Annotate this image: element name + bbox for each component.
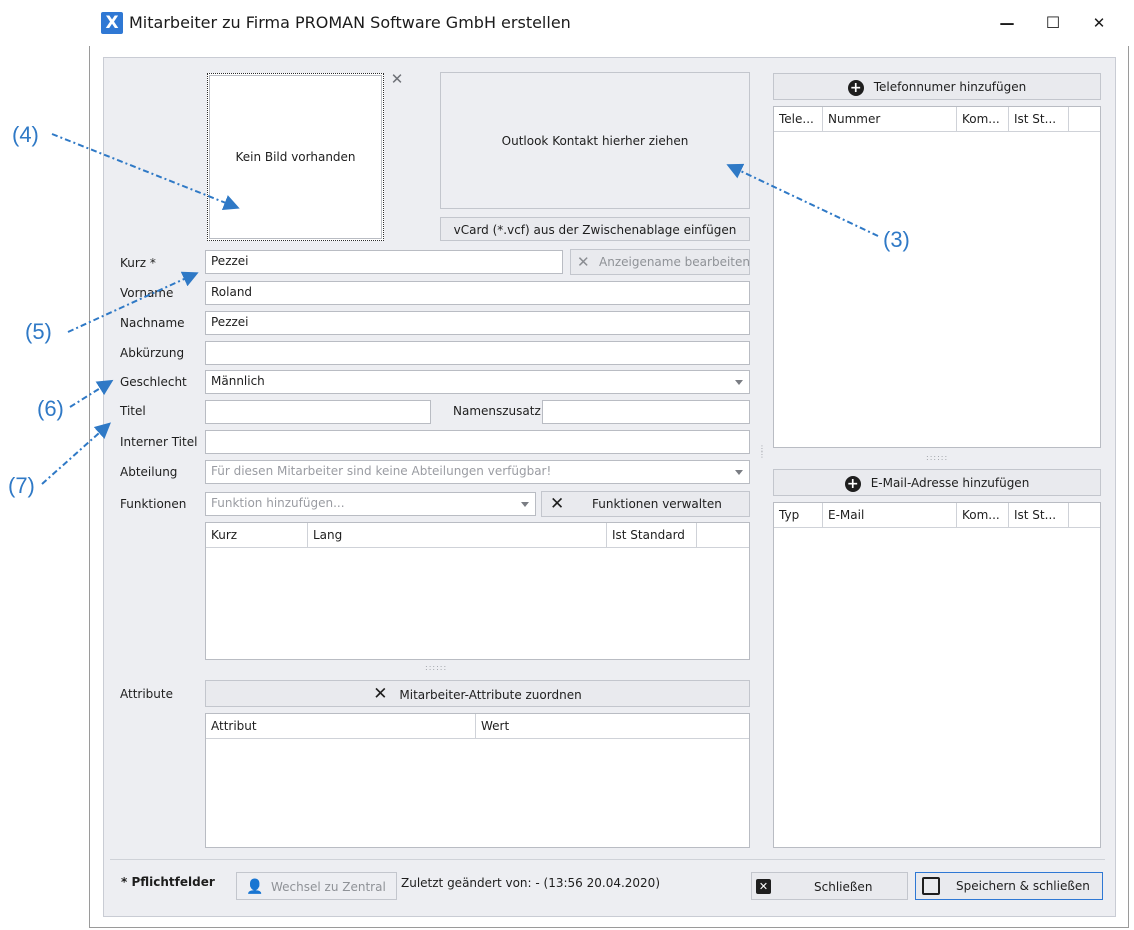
attribute-label: Attribute: [120, 687, 173, 701]
funktionen-label: Funktionen: [120, 497, 187, 511]
save-and-close-button[interactable]: Speichern & schließen: [915, 872, 1103, 900]
footer-divider: [110, 859, 1105, 860]
edit-display-name-label: Anzeigename bearbeiten: [599, 255, 750, 269]
column-header-lang[interactable]: Lang: [308, 523, 607, 547]
save-disk-icon: [922, 877, 940, 895]
outlook-drop-text: Outlook Kontakt hierher ziehen: [501, 134, 689, 148]
close-button[interactable]: ✕ Schließen: [751, 872, 908, 900]
add-phone-button[interactable]: + Telefonnumer hinzufügen: [773, 73, 1101, 100]
titel-label: Titel: [120, 404, 146, 418]
attributes-grid[interactable]: Attribut Wert: [205, 713, 750, 848]
add-email-button[interactable]: + E-Mail-Adresse hinzufügen: [773, 469, 1101, 496]
namenszusatz-input[interactable]: [542, 400, 750, 424]
email-grid[interactable]: Typ E-Mail Kom... Ist St...: [773, 502, 1101, 848]
close-button-label: Schließen: [814, 880, 873, 894]
chevron-down-icon: [735, 380, 743, 385]
title-bar[interactable]: [89, 0, 1129, 46]
manage-functions-button[interactable]: ✕ Funktionen verwalten: [541, 491, 750, 517]
vertical-splitter-grip[interactable]: ⋮⋮: [758, 444, 767, 459]
minimize-icon: —: [999, 14, 1015, 32]
photo-box[interactable]: Kein Bild vorhanden: [207, 73, 384, 241]
tools-icon: ✕: [550, 494, 565, 514]
close-icon: ✕: [1092, 14, 1106, 32]
annotation-label-6: (6): [37, 396, 64, 421]
geschlecht-label: Geschlecht: [120, 375, 187, 389]
abteilung-label: Abteilung: [120, 465, 178, 479]
maximize-button[interactable]: ☐: [1030, 0, 1076, 46]
column-header-wert[interactable]: Wert: [481, 719, 510, 733]
edit-display-name-button[interactable]: ✕ Anzeigename bearbeiten: [570, 249, 750, 275]
last-changed-text: Zuletzt geändert von: - (13:56 20.04.202…: [401, 876, 660, 890]
assign-attributes-button[interactable]: ✕ Mitarbeiter-Attribute zuordnen: [205, 680, 750, 707]
email-grid-header: Typ E-Mail Kom... Ist St...: [774, 503, 1100, 528]
close-window-button[interactable]: ✕: [1076, 0, 1122, 46]
add-circle-icon: +: [844, 475, 861, 492]
close-icon: ✕: [390, 70, 404, 88]
abteilung-placeholder: Für diesen Mitarbeiter sind keine Abteil…: [211, 464, 552, 478]
vorname-label: Vorname: [120, 286, 174, 300]
tools-icon: ✕: [577, 253, 590, 271]
vorname-input[interactable]: Roland: [205, 281, 750, 305]
user-switch-icon: 👤: [246, 879, 264, 895]
geschlecht-select[interactable]: Männlich: [205, 370, 750, 394]
nachname-label: Nachname: [120, 316, 185, 330]
phone-grid-header: Tele... Nummer Kom... Ist St...: [774, 107, 1100, 132]
minimize-button[interactable]: —: [984, 0, 1030, 46]
abkuerzung-input[interactable]: [205, 341, 750, 365]
switch-to-central-label: Wechsel zu Zentral: [271, 880, 386, 894]
column-header-ist-standard[interactable]: Ist St...: [1009, 503, 1069, 527]
funktionen-placeholder: Funktion hinzufügen...: [211, 496, 345, 510]
column-header-ist-standard[interactable]: Ist Standard: [607, 523, 697, 547]
splitter-grip[interactable]: ::::::: [425, 663, 448, 672]
photo-placeholder-text: Kein Bild vorhanden: [235, 150, 356, 164]
close-square-icon: ✕: [756, 879, 771, 894]
abkuerzung-label: Abkürzung: [120, 346, 185, 360]
kurz-input[interactable]: Pezzei: [205, 250, 563, 274]
save-and-close-label: Speichern & schließen: [956, 879, 1090, 893]
maximize-icon: ☐: [1045, 13, 1061, 32]
annotation-label-3: (3): [883, 227, 910, 252]
interner-titel-input[interactable]: [205, 430, 750, 454]
phone-grid[interactable]: Tele... Nummer Kom... Ist St...: [773, 106, 1101, 448]
switch-to-central-button[interactable]: 👤 Wechsel zu Zentral: [236, 872, 397, 900]
window-title: Mitarbeiter zu Firma PROMAN Software Gmb…: [129, 13, 571, 32]
column-header-ist-standard[interactable]: Ist St...: [1009, 107, 1069, 131]
functions-grid[interactable]: Kurz Lang Ist Standard: [205, 522, 750, 660]
remove-photo-button[interactable]: ✕: [389, 71, 405, 87]
column-header-kommentar[interactable]: Kom...: [957, 107, 1009, 131]
column-header-kurz[interactable]: Kurz: [206, 523, 308, 547]
manage-functions-label: Funktionen verwalten: [592, 497, 722, 511]
column-header-kommentar[interactable]: Kom...: [957, 503, 1009, 527]
annotation-label-7: (7): [8, 473, 35, 498]
annotation-label-5: (5): [25, 319, 52, 344]
tools-icon: ✕: [373, 684, 388, 704]
column-header-attribut[interactable]: Attribut: [206, 714, 476, 738]
titel-input[interactable]: [205, 400, 431, 424]
add-phone-label: Telefonnumer hinzufügen: [873, 80, 1027, 94]
add-email-label: E-Mail-Adresse hinzufügen: [870, 476, 1030, 490]
column-header-email[interactable]: E-Mail: [823, 503, 957, 527]
outlook-drop-zone[interactable]: Outlook Kontakt hierher ziehen: [440, 72, 750, 209]
abteilung-select[interactable]: Für diesen Mitarbeiter sind keine Abteil…: [205, 460, 750, 484]
namenszusatz-label: Namenszusatz: [453, 404, 541, 418]
attributes-grid-header: Attribut Wert: [206, 714, 749, 739]
annotation-label-4: (4): [12, 122, 39, 147]
nachname-input[interactable]: Pezzei: [205, 311, 750, 335]
geschlecht-value: Männlich: [211, 374, 265, 388]
column-header-telefontyp[interactable]: Tele...: [774, 107, 823, 131]
assign-attributes-label: Mitarbeiter-Attribute zuordnen: [399, 688, 582, 702]
interner-titel-label: Interner Titel: [120, 435, 198, 449]
kurz-label: Kurz *: [120, 256, 156, 270]
column-header-nummer[interactable]: Nummer: [823, 107, 957, 131]
column-header-typ[interactable]: Typ: [774, 503, 823, 527]
splitter-grip[interactable]: ::::::: [926, 453, 949, 462]
chevron-down-icon: [735, 470, 743, 475]
add-circle-icon: +: [847, 79, 864, 96]
vcard-paste-button[interactable]: vCard (*.vcf) aus der Zwischenablage ein…: [440, 217, 750, 241]
required-fields-note: * Pflichtfelder: [121, 875, 215, 889]
functions-grid-header: Kurz Lang Ist Standard: [206, 523, 749, 548]
chevron-down-icon: [521, 502, 529, 507]
app-icon: X: [101, 12, 123, 34]
funktionen-select[interactable]: Funktion hinzufügen...: [205, 492, 536, 516]
